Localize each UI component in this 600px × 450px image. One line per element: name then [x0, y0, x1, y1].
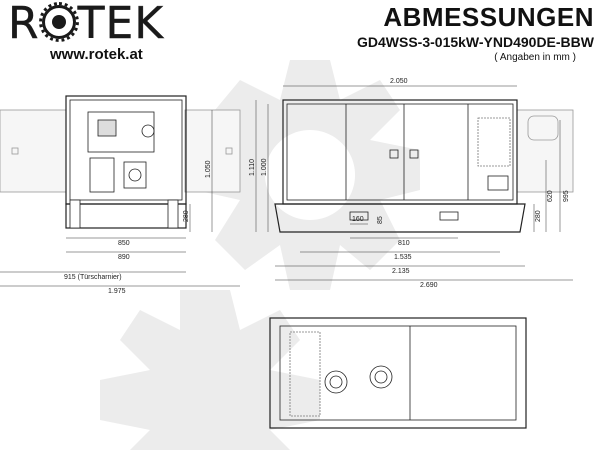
- front-base: [65, 203, 187, 229]
- watermark-gear-icon: [100, 60, 420, 450]
- front-door-left: [0, 109, 67, 193]
- dim-160: 160: [352, 216, 364, 223]
- units-note: ( Angaben in mm ): [494, 52, 576, 63]
- page-title: ABMESSUNGEN: [383, 2, 594, 32]
- dim-890: 890: [118, 254, 130, 261]
- side-door-right: [516, 109, 574, 193]
- vent-grille: [477, 117, 511, 167]
- model-number: GD4WSS-3-015kW-YND490DE-BBW: [357, 34, 594, 50]
- dim-1975: 1.975: [108, 288, 126, 295]
- dim-1535: 1.535: [394, 254, 412, 261]
- website-url[interactable]: www.rotek.at: [50, 46, 143, 63]
- dim-810: 810: [398, 240, 410, 247]
- dim-1110: 1.110: [249, 159, 256, 176]
- front-view: [0, 95, 241, 229]
- dim-620: 620: [547, 190, 554, 202]
- dim-995: 995: [563, 190, 570, 202]
- dim-915: 915 (Türscharnier): [64, 274, 122, 281]
- dim-side-280: 280: [535, 210, 542, 222]
- gear-logo-icon: [38, 2, 79, 42]
- dim-2135: 2.135: [392, 268, 410, 275]
- dim-1000: 1.000: [261, 158, 268, 176]
- front-door-right: [184, 109, 241, 193]
- dim-85: 85: [377, 216, 384, 224]
- top-frame: [269, 317, 527, 429]
- dim-2690: 2.690: [420, 282, 438, 289]
- top-grille: [289, 331, 321, 417]
- dimension-lines: [0, 85, 573, 287]
- side-view: [274, 99, 574, 233]
- dim-1050: 1.050: [205, 160, 212, 178]
- dim-front-280: 280: [183, 210, 190, 222]
- dim-850: 850: [118, 240, 130, 247]
- top-view: [269, 317, 527, 429]
- dim-2050: 2.050: [390, 78, 408, 85]
